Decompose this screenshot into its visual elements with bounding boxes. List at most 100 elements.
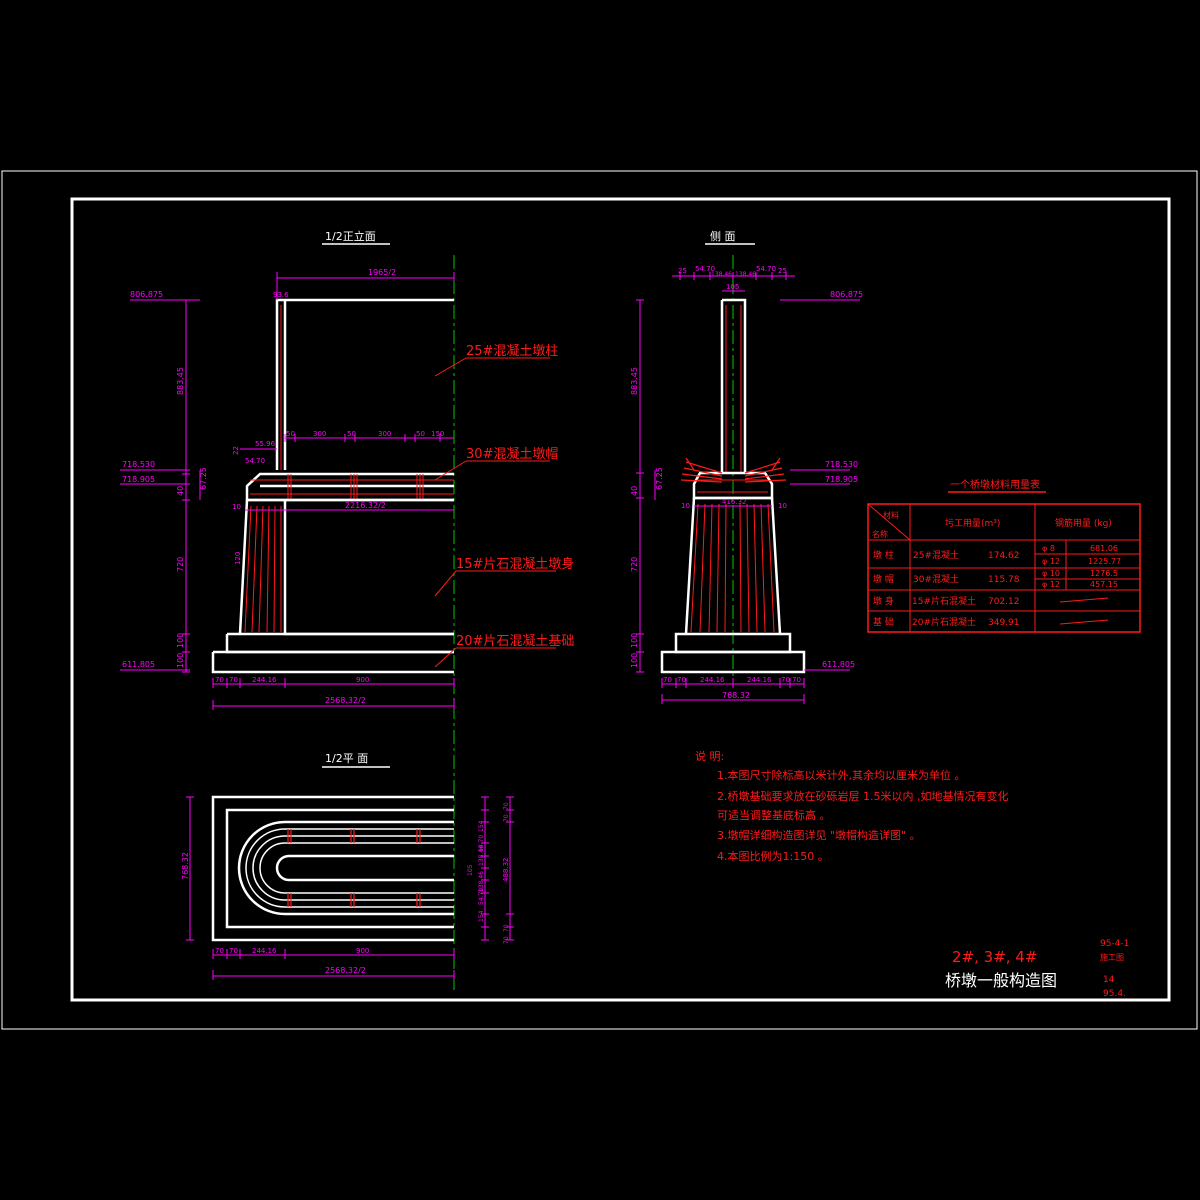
half-plan: 768.32 70 70 154 54.70 138.46 105 138.46… — [181, 780, 514, 990]
notes: 说 明: 1.本图尺寸除标高以米计外,其余均以厘米为单位 。 2.桥墩基础要求放… — [695, 749, 1008, 863]
plan-foundation-outline — [211, 795, 454, 942]
side-cap-flare-rebar — [680, 457, 787, 483]
dim-col-w: 93.6 — [273, 291, 289, 299]
front-body-rebar — [244, 505, 282, 633]
dim-plan-bottom-d: 900 — [356, 947, 369, 955]
dim-half-width-top: 1965/2 — [368, 268, 396, 277]
dim-front-bottom-a: 70 — [215, 676, 224, 684]
row1-bar1-kg: 457.15 — [1090, 580, 1118, 589]
table-title: 一个桥墩材料用量表 — [950, 478, 1040, 491]
dim-plan-right-total: 488.32 — [502, 858, 510, 883]
front-cap-rebar — [250, 474, 454, 500]
dim-cap-sp-0: 50 — [286, 430, 295, 438]
front-view-title: 1/2正立面 — [325, 229, 376, 243]
row3-name: 基 础 — [873, 616, 894, 628]
row3-material: 20#片石混凝土 — [912, 616, 976, 628]
dim-plan-right-b: 54.70 — [478, 835, 485, 852]
side-elevation: 806.875 718.530 718.905 611.805 883.45 6… — [630, 255, 863, 704]
dim-plan-bottom-a: 70 — [215, 947, 224, 955]
dim-plan-bottom-total: 2568.32/2 — [325, 966, 366, 975]
plan-plinth-outline — [225, 808, 454, 929]
row0-bar0-dia: φ 8 — [1042, 544, 1055, 553]
row0-qty: 174.62 — [988, 551, 1020, 561]
dim-side-top-a: 25 — [678, 267, 687, 275]
elev-top-side: 806.875 — [830, 290, 863, 299]
dim-side-v-column: 883.45 — [630, 367, 639, 395]
elev-cap-top-side: 718.530 — [825, 460, 858, 469]
dim-plan-right-d: 138.46 — [478, 871, 485, 892]
dim-cap-small-2: 54.70 — [245, 457, 265, 465]
row1-material: 30#混凝土 — [913, 573, 959, 585]
dim-side-bottom-b: 70 — [677, 676, 686, 684]
title-sheet: 14 — [1103, 975, 1115, 985]
table-head-name-bottom: 名称 — [872, 529, 888, 539]
elev-bottom-side: 611.805 — [822, 660, 855, 669]
dim-side-top-c: 138.46 — [711, 271, 732, 278]
dim-front-bottom-c: 244.16 — [252, 676, 277, 684]
dim-front-bottom-d: 900 — [356, 676, 369, 684]
row2-qty: 702.12 — [988, 597, 1020, 607]
dim-plan-right-bot2: 70 — [503, 936, 510, 944]
note-1: 1.本图尺寸除标高以米计外,其余均以厘米为单位 。 — [717, 768, 966, 782]
row0-bar1-kg: 1225.77 — [1088, 557, 1121, 566]
dim-v-cap-a: 40 — [176, 486, 185, 496]
row2-name: 墩 身 — [873, 595, 894, 607]
side-body-rebar — [690, 503, 775, 633]
dim-plan-bottom-b: 70 — [229, 947, 238, 955]
plan-column-outline — [275, 854, 454, 882]
dim-plan-right-mid: 105 — [467, 864, 474, 876]
row1-bar0-dia: φ 10 — [1042, 569, 1060, 578]
dim-plan-right-e: 54.70 — [478, 888, 485, 905]
dim-side-v-found: 100 — [630, 653, 639, 668]
dim-side-top-b: 54.70 — [695, 265, 715, 273]
table-head-concrete: 圬工用量(m³) — [945, 517, 1000, 529]
dim-side-bottom-c: 244.16 — [700, 676, 725, 684]
dim-side-top-e: 54.70 — [756, 265, 776, 273]
dim-side-bottom-e: 70 — [781, 676, 790, 684]
row2-material: 15#片石混凝土 — [912, 595, 976, 607]
dim-side-bottom-a: 70 — [663, 676, 672, 684]
row0-name: 墩 柱 — [873, 549, 894, 561]
dim-cap-sp-1: 300 — [313, 430, 326, 438]
label-pier-cap: 30#混凝土墩帽 — [466, 446, 558, 462]
note-2: 2.桥墩基础要求放在砂砾岩层 1.5米以内 ,如地基情况有变化 — [717, 789, 1008, 803]
dim-front-bottom-b: 70 — [229, 676, 238, 684]
row0-material: 25#混凝土 — [913, 549, 959, 561]
material-table: 一个桥墩材料用量表 材料 名称 圬工用量(m³) 钢筋用量 (kg) 墩 柱 2… — [867, 478, 1141, 633]
title-main: 桥墩一般构造图 — [945, 971, 1057, 990]
table-head-name-top: 材料 — [883, 510, 899, 520]
row1-bar1-dia: φ 12 — [1042, 580, 1060, 589]
front-body-outline — [238, 498, 454, 636]
note-3: 3.墩帽详细构造图详见 "墩帽构造详图" 。 — [717, 828, 921, 842]
dim-plan-right-bot1: 70 — [503, 924, 510, 932]
dim-plan-right-f: 154 — [478, 910, 485, 922]
dim-cap-sp-4: 50 — [416, 430, 425, 438]
title-block: 2#, 3#, 4# 桥墩一般构造图 95-4-1 施工图 14 95.4. — [945, 939, 1129, 999]
dim-side-body-off-r: 10 — [778, 502, 787, 510]
dim-plan-right-top: 70 — [503, 802, 510, 810]
dim-plan-width: 768.32 — [181, 852, 190, 880]
plan-view-title: 1/2平 面 — [325, 752, 368, 765]
dim-side-v-cap-a: 40 — [630, 486, 639, 496]
label-pier-body: 15#片石混凝土墩身 — [456, 556, 574, 572]
dim-v-found: 100 — [176, 653, 185, 668]
front-elevation: 806.875 718.530 718.905 611.805 883.45 6… — [120, 255, 574, 990]
row0-bar1-dia: φ 12 — [1042, 557, 1060, 566]
dim-side-body-top: 416.32 — [722, 498, 747, 506]
side-view-title: 侧 面 — [710, 230, 736, 243]
dim-side-col-w: 105 — [726, 283, 739, 291]
elev-bottom-front: 611.805 — [122, 660, 155, 669]
title-stage: 施工图 — [1100, 952, 1124, 962]
dim-v-cap: 67.25 — [199, 467, 208, 490]
front-column-outline — [275, 298, 454, 470]
side-column-outline — [720, 298, 747, 473]
dim-body-batter: 120 — [234, 552, 242, 565]
dim-side-bottom-total: 768.32 — [722, 691, 750, 700]
front-plinth — [225, 632, 454, 654]
row1-qty: 115.78 — [988, 575, 1020, 585]
elev-cap-bottom-side: 718.905 — [825, 475, 858, 484]
dim-side-v-cap: 67.25 — [655, 467, 664, 490]
dim-side-v-plinth: 100 — [630, 633, 639, 648]
table-head-steel: 钢筋用量 (kg) — [1055, 517, 1112, 529]
side-body-outline — [684, 496, 782, 635]
